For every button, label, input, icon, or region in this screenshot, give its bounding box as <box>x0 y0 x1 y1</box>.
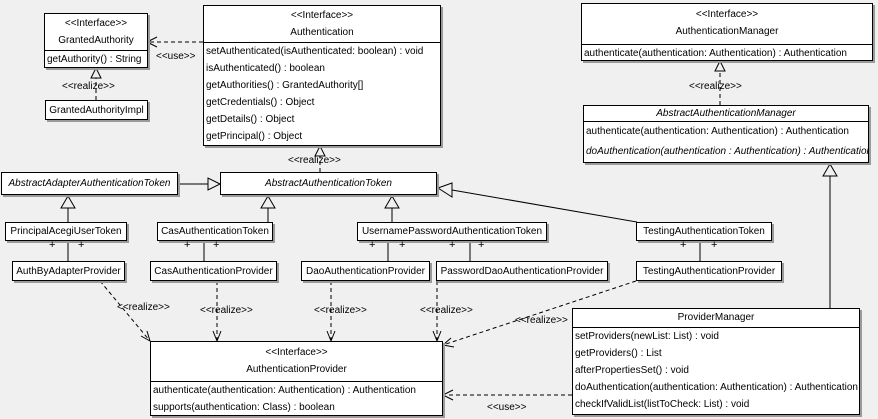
realize-label: <<realize>> <box>689 81 742 92</box>
stereotype-label: <<Interface>> <box>265 347 328 358</box>
stereotype-label: <<Interface>> <box>290 10 354 21</box>
realize-label: <<realize>> <box>314 305 367 316</box>
class-abstract-authentication-token[interactable]: AbstractAuthenticationToken <box>220 172 437 195</box>
method: getDetails() : Object <box>206 114 295 125</box>
class-name: AbstractAuthenticationManager <box>656 108 796 119</box>
method: getAuthorities() : GrantedAuthority[] <box>206 80 364 91</box>
method: authenticate(authentication: Authenticat… <box>584 48 847 59</box>
realize-label: <<realize>> <box>200 305 253 316</box>
stereotype-label: <<Interface>> <box>64 18 128 29</box>
class-abstract-authentication-manager[interactable]: AbstractAuthenticationManager authentica… <box>583 105 869 163</box>
method: getAuthority() : String <box>47 54 142 65</box>
gen-edge-casauthenticationtoken <box>260 195 276 222</box>
realize-label: <<realize>> <box>515 315 568 326</box>
class-name: Authentication <box>290 27 354 38</box>
association-end-label: + <box>213 239 220 251</box>
use-label: <<use>> <box>487 402 527 413</box>
class-testing-authentication-token[interactable]: TestingAuthenticationToken <box>636 222 772 241</box>
class-principal-acegi-user-token[interactable]: PrincipalAcegiUserToken <box>5 222 127 241</box>
association-end-label: + <box>369 239 376 251</box>
gen-edge-abstractadapter <box>178 177 222 191</box>
class-name: AuthByAdapterProvider <box>16 265 121 277</box>
class-name: DaoAuthenticationProvider <box>306 265 425 277</box>
association-end-label: + <box>184 239 191 251</box>
method: getPrincipal() : Object <box>206 131 303 142</box>
class-name: TestingAuthenticationProvider <box>642 265 776 277</box>
use-edge-authentication-grantedauthority <box>146 36 203 48</box>
class-authentication-manager[interactable]: <<Interface>> AuthenticationManager auth… <box>581 3 873 61</box>
association-end-label: + <box>680 239 687 251</box>
use-edge-providermanager <box>442 389 572 401</box>
method: getProviders() : List <box>575 348 662 359</box>
class-name: CasAuthenticationToken <box>161 226 269 237</box>
class-abstract-adapter-authentication-token[interactable]: AbstractAdapterAuthenticationToken <box>1 172 178 195</box>
method: supports(authentication: Class) : boolea… <box>153 402 335 413</box>
use-label: <<use>> <box>156 51 196 62</box>
class-name: AuthenticationProvider <box>246 364 347 375</box>
class-name: ProviderManager <box>677 312 755 323</box>
association-end-label: + <box>711 239 718 251</box>
gen-edge-principalacegiusertoken <box>60 195 76 222</box>
class-cas-authentication-token[interactable]: CasAuthenticationToken <box>157 222 273 241</box>
method: doAuthentication(authentication: Authent… <box>575 382 858 393</box>
method: authenticate(authentication: Authenticat… <box>153 385 416 396</box>
class-name: AbstractAdapterAuthenticationToken <box>8 178 171 189</box>
class-password-dao-authentication-provider[interactable]: PasswordDaoAuthenticationProvider <box>436 261 608 281</box>
class-name: AbstractAuthenticationToken <box>265 178 392 189</box>
class-dao-authentication-provider[interactable]: DaoAuthenticationProvider <box>301 261 430 281</box>
class-testing-authentication-provider[interactable]: TestingAuthenticationProvider <box>636 261 782 281</box>
method: isAuthenticated() : boolean <box>206 63 325 74</box>
class-authentication-provider[interactable]: <<Interface>> AuthenticationProvider aut… <box>150 341 443 416</box>
method: authenticate(authentication: Authenticat… <box>586 126 849 137</box>
method: setAuthenticated(isAuthenticated: boolea… <box>206 46 424 57</box>
method: doAuthentication(authentication : Authen… <box>586 146 868 157</box>
gen-edge-providermanager <box>822 163 838 308</box>
association-end-label: + <box>78 239 85 251</box>
association-end-label: + <box>449 239 456 251</box>
association-end-label: + <box>478 239 485 251</box>
class-username-password-authentication-token[interactable]: UsernamePasswordAuthenticationToken <box>357 222 547 241</box>
class-name: CasAuthenticationProvider <box>154 265 273 277</box>
class-name: GrantedAuthorityImpl <box>49 104 144 116</box>
class-granted-authority-impl[interactable]: GrantedAuthorityImpl <box>45 100 148 120</box>
class-name: TestingAuthenticationToken <box>643 226 765 237</box>
class-name: UsernamePasswordAuthenticationToken <box>361 226 543 237</box>
stereotype-label: <<Interface>> <box>695 9 759 20</box>
gen-edge-testingauthenticationtoken <box>436 182 638 223</box>
association-end-label: + <box>49 239 56 251</box>
assoc-edges <box>67 241 701 261</box>
class-name: GrantedAuthority <box>58 35 134 46</box>
association-end-label: + <box>399 239 406 251</box>
realize-label: <<realize>> <box>420 305 473 316</box>
method: checkIfValidList(listToCheck: List) : vo… <box>575 399 750 410</box>
class-cas-authentication-provider[interactable]: CasAuthenticationProvider <box>150 261 277 281</box>
class-granted-authority[interactable]: <<Interface>> GrantedAuthority getAuthor… <box>44 13 148 68</box>
realize-label: <<realize>> <box>62 81 115 92</box>
method: afterPropertiesSet() : void <box>575 365 689 376</box>
class-name: AuthenticationManager <box>675 26 779 37</box>
class-authentication[interactable]: <<Interface>> Authentication setAuthenti… <box>203 5 441 146</box>
method: setProviders(newList: List) : void <box>575 331 719 342</box>
method: getCredentials() : Object <box>206 97 315 108</box>
class-auth-by-adapter-provider[interactable]: AuthByAdapterProvider <box>12 261 125 281</box>
class-provider-manager[interactable]: ProviderManager setProviders(newList: Li… <box>572 308 860 415</box>
realize-label: <<realize>> <box>288 155 341 166</box>
realize-label: <<realize>> <box>117 302 170 313</box>
class-name: PrincipalAcegiUserToken <box>10 226 122 237</box>
class-name: PasswordDaoAuthenticationProvider <box>440 265 604 277</box>
gen-edge-usernamepasswordtoken <box>384 195 400 222</box>
